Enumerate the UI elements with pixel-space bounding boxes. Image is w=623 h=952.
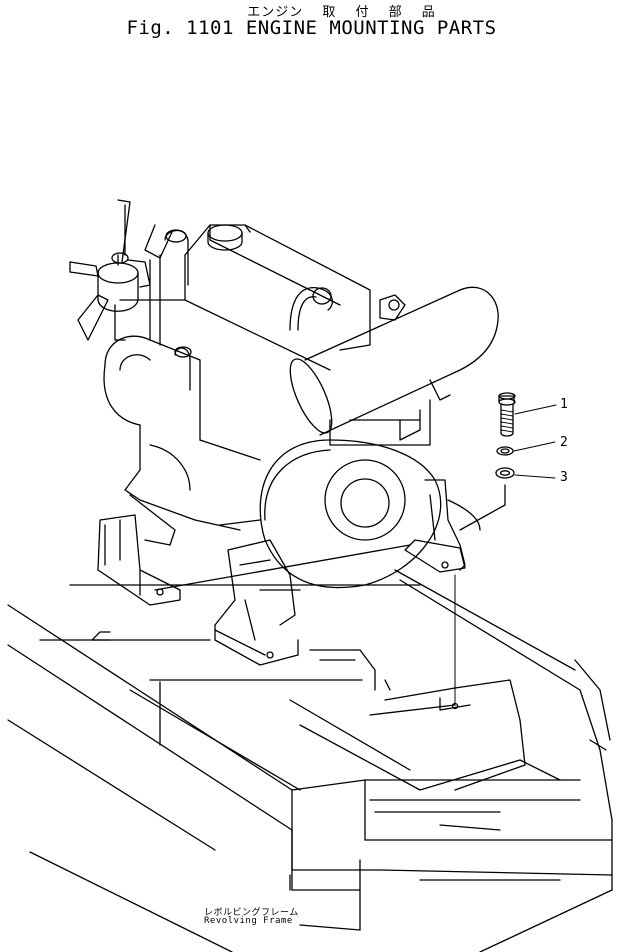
callout-2: 2 [560,435,568,450]
figure-title-japanese: エンジン 取 付 部 品 [247,5,436,20]
washer-icon [495,467,515,479]
callout-3: 3 [560,470,568,485]
engine-mounts [97,479,506,711]
figure-title: Fig. 1101 ENGINE MOUNTING PARTS [126,17,497,39]
lock-washer-icon [496,446,514,456]
frame-label: Revolving Frame [204,916,293,926]
engine-body [69,199,499,591]
mounting-hardware [495,392,557,479]
bolt-icon [498,392,516,437]
frame-label-japanese: レボルビングフレーム [204,908,299,918]
callout-1: 1 [560,397,568,412]
revolving-frame [7,544,613,952]
